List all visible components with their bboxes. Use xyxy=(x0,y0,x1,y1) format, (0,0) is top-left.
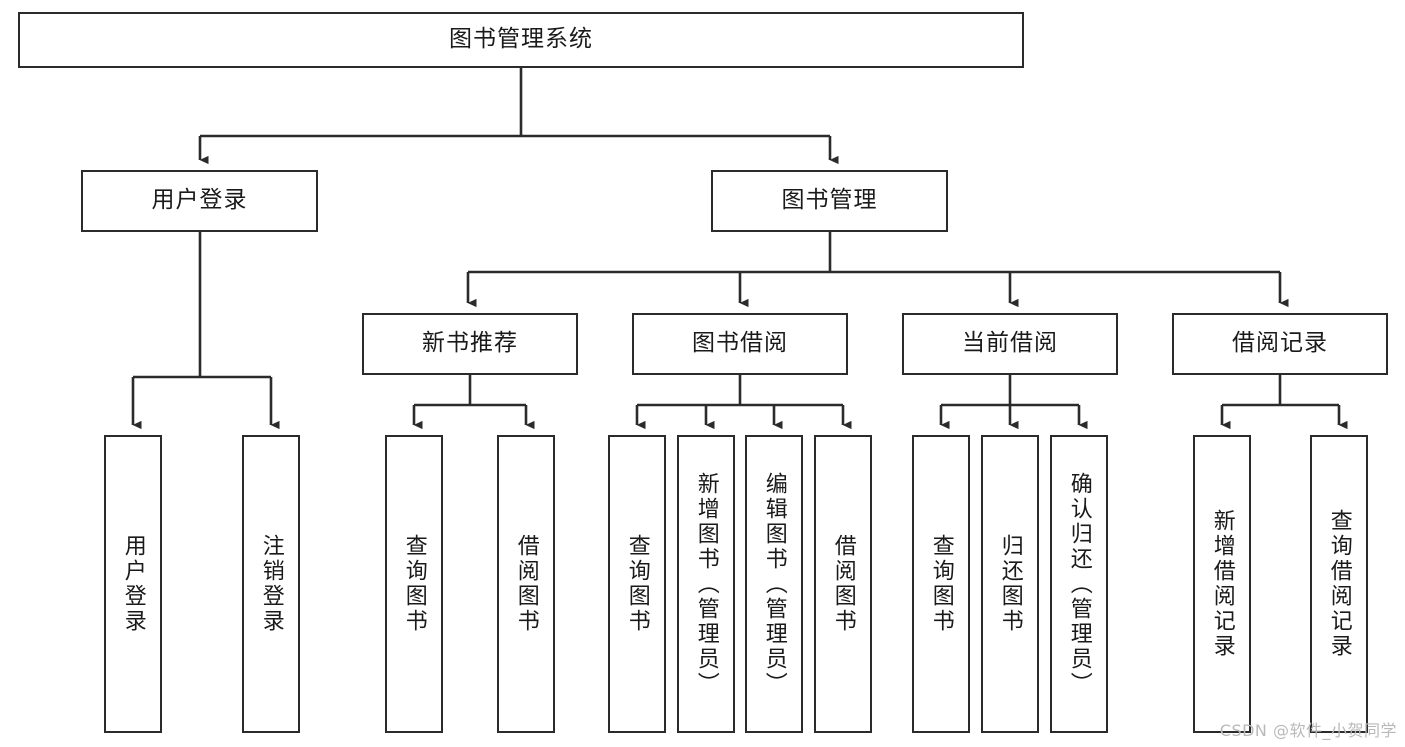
node-label: 查询图书 xyxy=(624,534,650,634)
node-label: 借阅图书 xyxy=(513,534,539,634)
node-label: 用户登录 xyxy=(120,534,146,634)
edge-user-login-to-leaves xyxy=(131,232,280,430)
node-label: 注销登录 xyxy=(258,534,284,634)
node-book-borrow[interactable]: 图书借阅 xyxy=(632,313,848,375)
node-label: 确认归还（管理员） xyxy=(1066,471,1092,697)
node-label: 查询图书 xyxy=(401,534,427,634)
leaf-confirm-return-admin[interactable]: 确认归还（管理员） xyxy=(1050,435,1108,733)
node-label: 用户登录 xyxy=(151,187,248,214)
edge-root-to-level2 xyxy=(198,68,839,165)
leaf-logout-login[interactable]: 注销登录 xyxy=(242,435,300,733)
node-label: 当前借阅 xyxy=(962,330,1058,357)
node-label: 新书推荐 xyxy=(422,330,518,357)
leaf-user-login[interactable]: 用户登录 xyxy=(104,435,162,733)
node-label: 图书管理系统 xyxy=(449,26,593,53)
edge-new-book-to-leaves xyxy=(412,375,535,430)
node-label: 借阅记录 xyxy=(1232,330,1328,357)
leaf-borrow-book-recommend[interactable]: 借阅图书 xyxy=(497,435,555,733)
edge-book-borrow-to-leaves xyxy=(635,375,852,430)
edge-current-borrow-to-leaves xyxy=(939,375,1088,430)
csdn-watermark: CSDN @软件_小贺同学 xyxy=(1219,721,1397,740)
node-new-book-recommend[interactable]: 新书推荐 xyxy=(362,313,578,375)
node-label: 查询图书 xyxy=(928,534,954,634)
node-borrow-record[interactable]: 借阅记录 xyxy=(1172,313,1388,375)
node-root-book-management-system[interactable]: 图书管理系统 xyxy=(18,12,1024,68)
leaf-edit-book-admin[interactable]: 编辑图书（管理员） xyxy=(745,435,803,733)
leaf-query-borrow-record[interactable]: 查询借阅记录 xyxy=(1310,435,1368,733)
edge-book-mgmt-to-level3 xyxy=(466,232,1289,308)
leaf-query-book-current[interactable]: 查询图书 xyxy=(912,435,970,733)
leaf-query-book-borrow[interactable]: 查询图书 xyxy=(608,435,666,733)
node-label: 查询借阅记录 xyxy=(1326,509,1352,659)
edge-borrow-record-to-leaves xyxy=(1220,375,1348,430)
leaf-return-book[interactable]: 归还图书 xyxy=(981,435,1039,733)
node-book-management[interactable]: 图书管理 xyxy=(711,170,948,232)
leaf-query-book-recommend[interactable]: 查询图书 xyxy=(385,435,443,733)
leaf-borrow-book[interactable]: 借阅图书 xyxy=(814,435,872,733)
node-user-login[interactable]: 用户登录 xyxy=(81,170,318,232)
node-label: 图书借阅 xyxy=(692,330,788,357)
node-current-borrow[interactable]: 当前借阅 xyxy=(902,313,1118,375)
leaf-add-book-admin[interactable]: 新增图书（管理员） xyxy=(677,435,735,733)
node-label: 归还图书 xyxy=(997,534,1023,634)
node-label: 新增图书（管理员） xyxy=(693,471,719,697)
node-label: 编辑图书（管理员） xyxy=(761,471,787,697)
node-label: 图书管理 xyxy=(781,187,878,214)
leaf-add-borrow-record[interactable]: 新增借阅记录 xyxy=(1193,435,1251,733)
node-label: 新增借阅记录 xyxy=(1209,509,1235,659)
node-label: 借阅图书 xyxy=(830,534,856,634)
